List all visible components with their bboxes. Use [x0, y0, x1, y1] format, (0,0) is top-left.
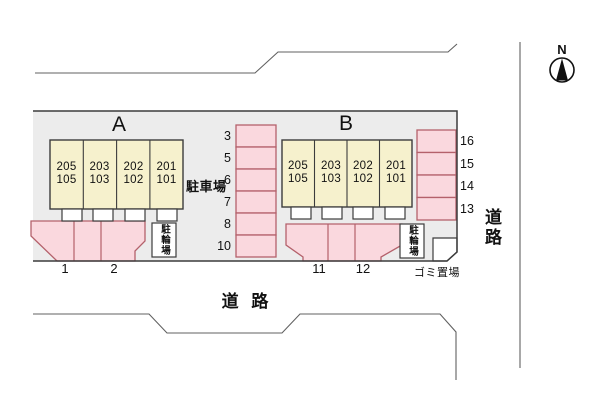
parking-stall-5: [235, 146, 277, 170]
parking-stall-13: [416, 196, 457, 221]
compass-north-label: N: [557, 42, 567, 57]
porch-box: [321, 206, 343, 220]
unit-label-a3: 202 102: [123, 161, 144, 186]
parking-stall-6: [235, 168, 277, 192]
road-line-bottom: [33, 313, 457, 380]
bicycle-sign-box-right: [399, 223, 425, 259]
porch-box: [384, 206, 406, 220]
parking-group-front-left: [30, 220, 146, 262]
stall-number-11: 11: [312, 261, 326, 276]
stall-number-5: 5: [224, 151, 231, 165]
unit-label-a4: 201 101: [156, 161, 177, 186]
unit-label-a1: 205 105: [56, 161, 77, 186]
stall-number-2: 2: [110, 261, 118, 276]
unit-label-b2: 203 103: [320, 160, 342, 185]
parking-stall-14: [416, 174, 457, 199]
unit-label-b1: 205 105: [287, 160, 309, 185]
porch-box: [124, 208, 146, 222]
bicycle-parking-sign-left: 駐輪場: [159, 224, 170, 256]
stall-number-3: 3: [224, 129, 231, 143]
stall-number-7: 7: [224, 195, 231, 209]
unit-label-b3: 202 102: [352, 160, 374, 185]
parking-lot-label: 駐車場: [186, 179, 227, 194]
site-boundary: [33, 110, 458, 262]
parking-stall-8: [235, 212, 277, 236]
road-line-top: [35, 43, 458, 74]
stall-number-6: 6: [224, 173, 231, 187]
stall-number-16: 16: [460, 134, 474, 148]
parking-stall-16: [416, 129, 457, 154]
stall-number-12: 12: [355, 261, 371, 276]
stall-number-14: 14: [460, 179, 474, 193]
porch-box: [352, 206, 374, 220]
bicycle-sign-box-left: [151, 222, 177, 258]
building-b-dividers: [313, 140, 381, 207]
bicycle-parking-sign-right: 駐輪場: [407, 225, 418, 257]
porch-box: [92, 208, 114, 222]
porch-box: [61, 208, 83, 222]
road-label-right: 道路: [482, 208, 501, 248]
building-a-dividers: [82, 140, 151, 209]
porch-box: [290, 206, 312, 220]
unit-label-b4: 201 101: [385, 160, 407, 185]
unit-label-a2: 203 103: [89, 161, 110, 186]
parking-stall-7: [235, 190, 277, 214]
parking-group-front-right-dividers: [327, 224, 356, 261]
building-a-label: A: [111, 113, 126, 136]
road-label-bottom: 道 路: [221, 292, 273, 311]
garbage-area-label: ゴミ置場: [414, 267, 460, 279]
stall-number-10: 10: [217, 239, 231, 253]
stall-number-1: 1: [61, 261, 69, 276]
parking-group-front-right: [285, 223, 403, 262]
parking-stall-15: [416, 151, 457, 176]
stall-number-13: 13: [460, 202, 474, 216]
stall-number-8: 8: [224, 217, 231, 231]
building-b-label: B: [338, 112, 353, 135]
parking-group-front-left-dividers: [73, 221, 102, 261]
stall-number-15: 15: [460, 157, 474, 171]
garbage-area-box: [432, 237, 458, 262]
parking-stall-3: [235, 124, 277, 148]
compass-needle-icon: [556, 58, 568, 81]
parking-stall-10: [235, 234, 277, 258]
porch-box: [156, 208, 178, 222]
